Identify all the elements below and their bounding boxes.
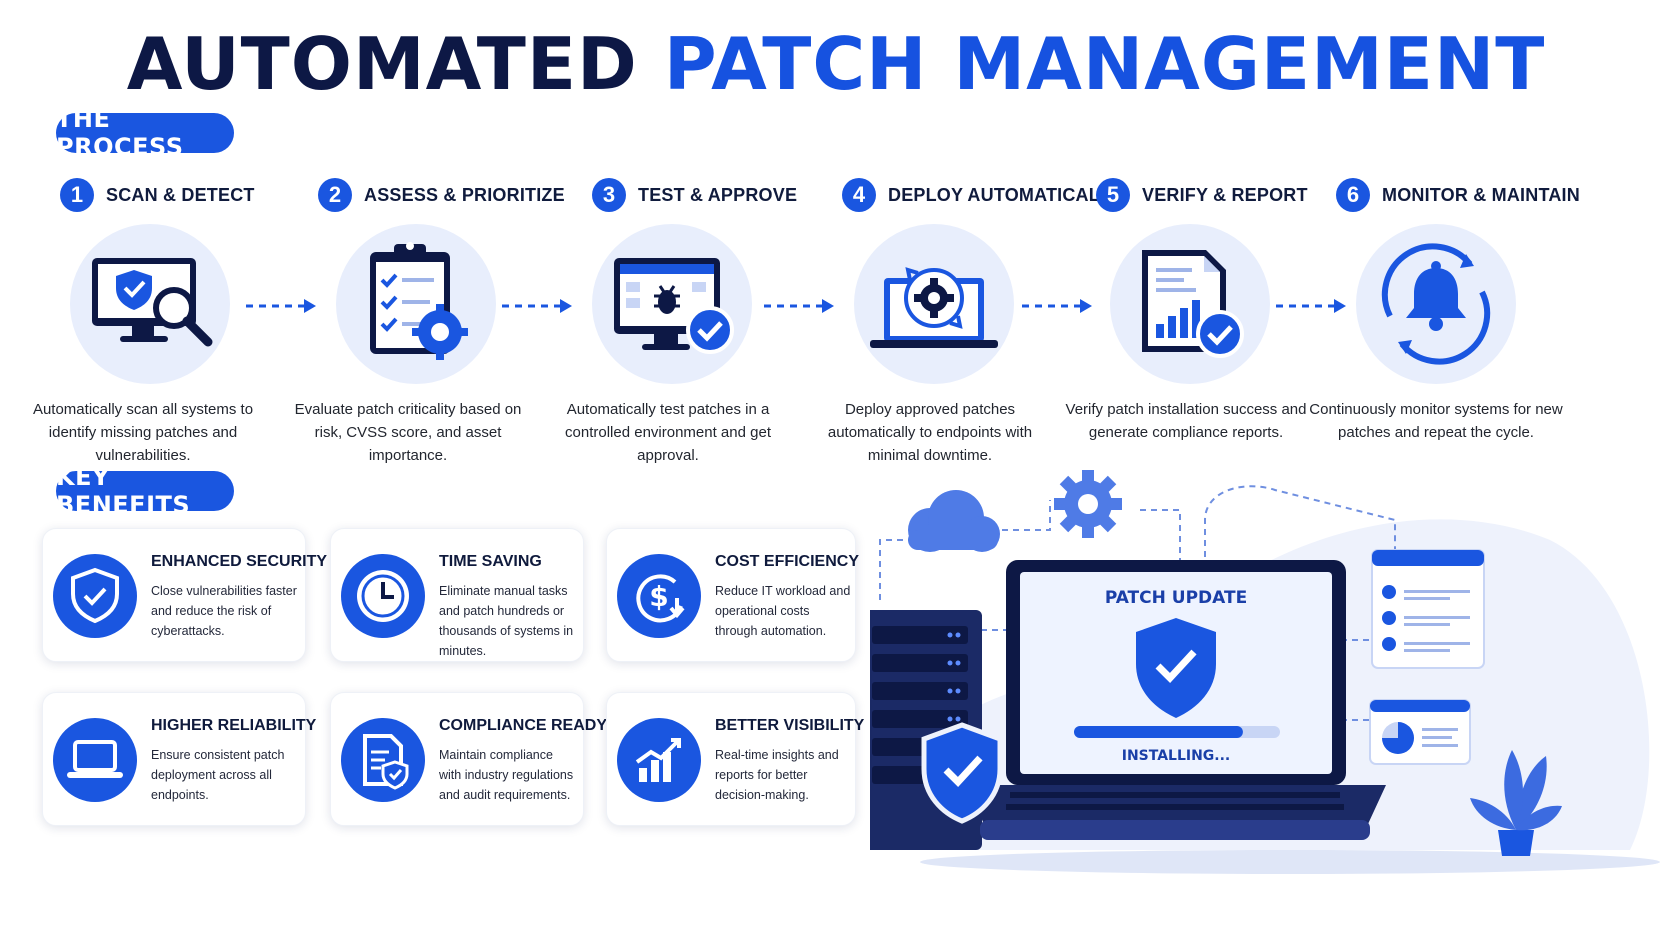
step-title: SCAN & DETECT — [106, 184, 255, 205]
step-description: Evaluate patch criticality based on risk… — [294, 401, 522, 464]
benefit-title: COST EFFICIENCY — [715, 553, 860, 570]
benefit-card: TIME SAVING Eliminate manual tasks and p… — [330, 528, 584, 662]
progress-fill — [1074, 726, 1243, 738]
title-part-1: AUTOMATED — [126, 22, 638, 106]
clipboard-checklist-gear-icon — [336, 224, 496, 384]
benefit-card: $ COST EFFICIENCY Reduce IT workload and… — [606, 528, 860, 662]
document-shield-icon — [341, 718, 425, 802]
laptop-gear-sync-icon — [854, 224, 1014, 384]
shield-check-icon — [53, 554, 137, 638]
benefit-title: COMPLIANCE READY — [439, 717, 608, 734]
laptop-icon — [53, 718, 137, 802]
svg-text:$: $ — [649, 580, 668, 613]
title-part-2: PATCH MANAGEMENT — [663, 22, 1546, 106]
step-description: Verify patch installation success and ge… — [1065, 401, 1307, 441]
step-number: 3 — [592, 178, 626, 212]
bell-cycle-icon — [1356, 224, 1516, 384]
process-label: THE PROCESS — [56, 105, 234, 161]
step-number: 2 — [318, 178, 352, 212]
process-step-1: 1 SCAN & DETECT Automatically scan all sy… — [33, 178, 308, 468]
benefit-card: BETTER VISIBILITY Real-time insights and… — [606, 692, 864, 826]
step-description: Deploy approved patches automatically to… — [827, 401, 1033, 464]
dollar-down-icon: $ — [617, 554, 701, 638]
screen-title: PATCH UPDATE — [1105, 588, 1247, 608]
cloud-icon — [908, 490, 1000, 552]
benefit-title: BETTER VISIBILITY — [715, 717, 865, 734]
dashed-arrow-icon — [502, 299, 572, 313]
benefit-description: Maintain compliance with industry regula… — [439, 748, 574, 802]
benefit-description: Real-time insights and reports for bette… — [715, 748, 839, 802]
benefit-description: Reduce IT workload and operational costs… — [715, 584, 851, 638]
step-number: 4 — [842, 178, 876, 212]
bar-chart-up-icon — [617, 718, 701, 802]
benefits-label: KEY BENEFITS — [56, 463, 234, 519]
step-description: Continuously monitor systems for new pat… — [1309, 401, 1563, 441]
process-step-3: 3 TEST & APPROVE Automatically test patch… — [565, 178, 842, 468]
step-title: MONITOR & MAINTAIN — [1382, 184, 1580, 205]
benefit-card: COMPLIANCE READY Maintain compliance wit… — [330, 692, 607, 826]
step-number: 6 — [1336, 178, 1370, 212]
benefit-description: Ensure consistent patch deployment acros… — [151, 748, 285, 802]
page-title: AUTOMATED PATCH MANAGEMENT — [0, 22, 1672, 106]
step-title: TEST & APPROVE — [638, 184, 798, 205]
pie-chart-panel-icon — [1369, 699, 1471, 765]
shield-check-icon — [1136, 618, 1216, 718]
step-description: Automatically scan all systems to identi… — [32, 401, 254, 464]
dashed-arrow-icon — [1022, 299, 1092, 313]
benefit-title: TIME SAVING — [439, 553, 542, 570]
process-step-5: 5 VERIFY & REPORT Verify patch installati… — [1066, 178, 1346, 468]
report-chart-check-icon — [1110, 224, 1270, 384]
benefit-card: HIGHER RELIABILITY Ensure consistent pat… — [42, 692, 316, 826]
dashed-arrow-icon — [764, 299, 834, 313]
step-description: Automatically test patches in a controll… — [565, 401, 771, 464]
step-number: 5 — [1096, 178, 1130, 212]
process-step-6: 6 MONITOR & MAINTAIN Continuously monitor… — [1309, 178, 1586, 468]
step-title: VERIFY & REPORT — [1142, 184, 1308, 205]
benefit-title: HIGHER RELIABILITY — [151, 717, 317, 734]
patch-update-illustration: PATCH UPDATE INSTALLING... — [870, 470, 1660, 874]
benefit-description: Close vulnerabilities faster and reduce … — [151, 584, 297, 638]
step-title: DEPLOY AUTOMATICALLY — [888, 184, 1122, 205]
checklist-panel-icon — [1371, 549, 1485, 669]
benefit-title: ENHANCED SECURITY — [151, 553, 328, 570]
plant-icon — [1470, 750, 1562, 856]
step-title: ASSESS & PRIORITIZE — [364, 184, 565, 205]
process-step-4: 4 DEPLOY AUTOMATICALLY Deploy approved pa… — [828, 178, 1121, 468]
gear-icon — [1054, 470, 1122, 538]
dashed-arrow-icon — [1276, 299, 1346, 313]
step-number: 1 — [60, 178, 94, 212]
process-step-2: 2 ASSESS & PRIORITIZE Evaluate patch crit… — [295, 178, 568, 468]
benefit-description: Eliminate manual tasks and patch hundred… — [439, 584, 574, 658]
benefit-card: ENHANCED SECURITY Close vulnerabilities … — [42, 528, 327, 662]
monitor-shield-magnifier-icon — [70, 224, 230, 384]
monitor-bug-check-icon — [592, 224, 752, 384]
clock-icon — [341, 554, 425, 638]
security-shield-icon — [921, 722, 1003, 824]
dashed-arrow-icon — [246, 299, 316, 313]
install-status: INSTALLING... — [1122, 748, 1231, 764]
